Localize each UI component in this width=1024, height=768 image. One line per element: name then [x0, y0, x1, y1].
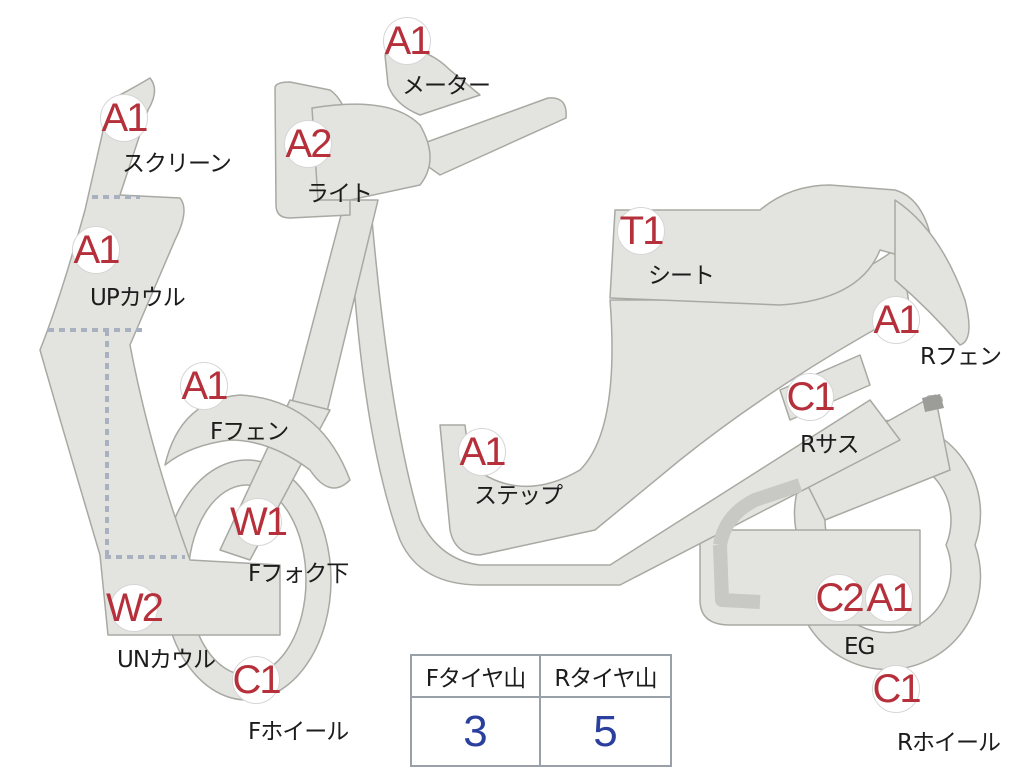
f-tire-header: Fタイヤ山	[412, 656, 541, 698]
eg-label: EG	[844, 634, 875, 660]
f-wheel-badge[interactable]: C1	[232, 656, 282, 704]
step-label: ステップ	[474, 483, 563, 509]
front-cowl-shape	[39, 77, 281, 636]
rear-suspension-shape	[799, 394, 951, 521]
eg-a1-badge[interactable]: A1	[865, 574, 913, 622]
r-sus-label: Rサス	[800, 432, 860, 458]
rear-fender-shape	[894, 199, 970, 346]
eg-c2-badge[interactable]: C2	[815, 574, 865, 622]
grey-handle-shape	[922, 394, 944, 412]
un-cowl-badge[interactable]: W2	[106, 584, 164, 632]
r-tire-header: Rタイヤ山	[541, 656, 670, 698]
r-wheel-label: Rホイール	[897, 730, 1001, 756]
light-label: ライト	[306, 181, 373, 207]
screen-badge[interactable]: A1	[100, 94, 148, 142]
up-cowl-label: UPカウル	[90, 285, 186, 311]
f-fork-label: Fフォク下	[248, 561, 349, 587]
r-fender-badge[interactable]: A1	[872, 296, 920, 344]
f-tire-value: 3	[412, 698, 541, 765]
head-cover-shape	[311, 103, 431, 201]
seat-badge[interactable]: T1	[617, 207, 665, 255]
up-cowl-badge[interactable]: A1	[72, 226, 120, 274]
handlebar-shape	[404, 97, 567, 176]
front-wheel-shape	[162, 459, 332, 701]
exhaust-pipe-shape-2	[713, 544, 761, 609]
r-tire-value: 5	[593, 706, 618, 756]
light-badge[interactable]: A2	[284, 120, 332, 168]
f-wheel-label: Fホイール	[248, 719, 349, 745]
r-fender-label: Rフェン	[920, 344, 1002, 370]
r-sus-badge[interactable]: C1	[786, 373, 836, 421]
f-fender-badge[interactable]: A1	[180, 362, 228, 410]
meter-badge[interactable]: A1	[383, 17, 431, 65]
seat-shape	[609, 184, 936, 306]
tire-tread-table: Fタイヤ山 Rタイヤ山 3 5	[410, 654, 672, 767]
meter-label: メーター	[402, 73, 491, 99]
screen-label: スクリーン	[122, 151, 232, 177]
f-fender-label: Fフェン	[210, 419, 289, 445]
f-fork-badge[interactable]: W1	[230, 498, 288, 546]
exhaust-pipe-shape	[713, 478, 803, 547]
seat-label: シート	[648, 263, 715, 289]
r-wheel-badge[interactable]: C1	[872, 665, 922, 713]
step-badge[interactable]: A1	[458, 428, 506, 476]
un-cowl-label: UNカウル	[117, 647, 216, 673]
